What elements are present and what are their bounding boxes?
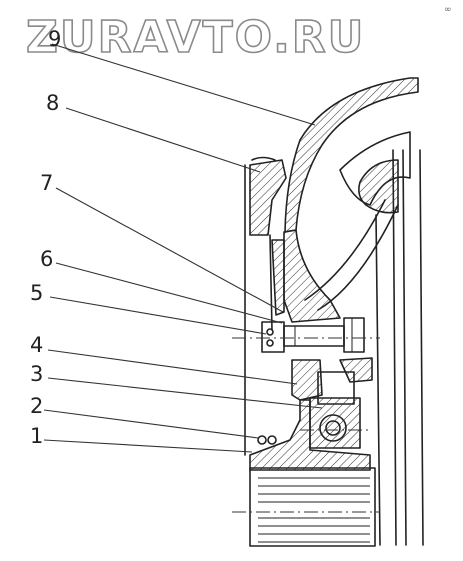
grooved-pulley <box>249 467 376 547</box>
callout-1: 1 <box>30 424 43 448</box>
callout-2: 2 <box>30 394 43 418</box>
bell-housing <box>284 77 419 311</box>
callout-labels: 9 8 7 6 5 4 3 2 1 <box>30 27 61 448</box>
callout-9: 9 <box>48 27 61 51</box>
bolt-assembly <box>261 317 365 353</box>
callout-6: 6 <box>40 247 53 271</box>
leader-lines <box>43 43 323 453</box>
callout-4: 4 <box>30 333 43 357</box>
cover-flange <box>244 156 287 456</box>
watermark-text: ZURAVTO.RU <box>26 12 365 63</box>
diaphragm-plate <box>271 229 341 323</box>
callout-3: 3 <box>30 362 43 386</box>
corner-mark: ∞ <box>444 5 452 15</box>
hub-base <box>249 399 371 471</box>
center-lines <box>232 337 380 513</box>
callout-5: 5 <box>30 281 43 305</box>
callout-8: 8 <box>46 91 59 115</box>
callout-7: 7 <box>40 171 53 195</box>
